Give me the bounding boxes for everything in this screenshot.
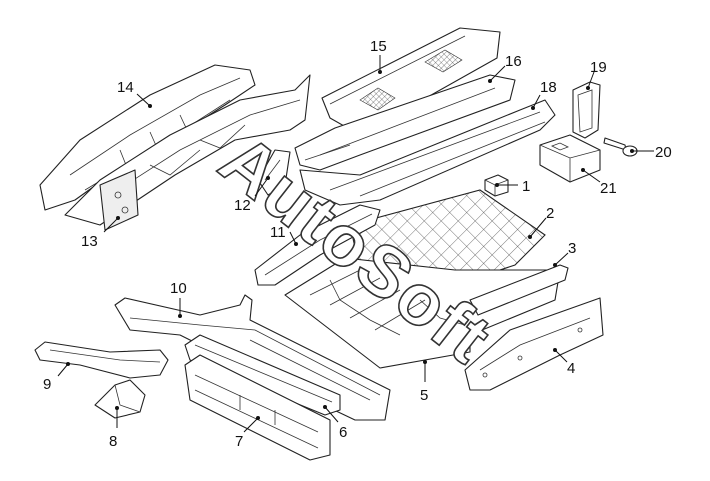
callout-18: 18	[540, 79, 557, 96]
part-15-parcel-shelf	[321, 27, 501, 136]
callout-12: 12	[234, 197, 251, 214]
part-8-corner-piece	[94, 379, 146, 419]
part-4-rear-skirt	[464, 297, 604, 391]
callout-9: 9	[43, 376, 51, 393]
part-3-reinforcement-strip	[469, 264, 569, 316]
part-6-channel	[184, 334, 341, 416]
callout-11: 11	[270, 224, 286, 241]
callouts: 1 2 3 4 5 6 7 8 9 10 11 12 13 14 15 16 1	[43, 38, 672, 450]
part-5-floor-panel	[284, 257, 561, 369]
callout-1: 1	[522, 178, 530, 195]
part-11-sill-rail	[254, 204, 381, 286]
part-13-rear-longitudinal	[64, 74, 311, 231]
part-9-lower-bracket	[34, 341, 169, 379]
callout-19: 19	[590, 59, 607, 76]
callout-8: 8	[109, 433, 117, 450]
callout-6: 6	[339, 424, 347, 441]
callout-16: 16	[505, 53, 522, 70]
callout-13: 13	[81, 233, 98, 250]
callout-20: 20	[655, 144, 672, 161]
part-20-bolt	[603, 137, 638, 157]
callout-2: 2	[546, 205, 554, 222]
callout-5: 5	[420, 387, 428, 404]
part-16-cross-member	[294, 74, 516, 171]
callout-21: 21	[600, 180, 617, 197]
part-7-box-channel	[184, 354, 331, 461]
callout-10: 10	[170, 280, 187, 297]
part-12-bracket	[257, 149, 291, 196]
part-21-control-box	[539, 134, 601, 183]
callout-4: 4	[567, 360, 575, 377]
part-19-mounting-bracket	[572, 81, 601, 139]
callout-3: 3	[568, 240, 576, 257]
callout-15: 15	[370, 38, 387, 55]
callout-7: 7	[235, 433, 243, 450]
callout-14: 14	[117, 79, 134, 96]
part-18-rear-cross-panel	[299, 99, 556, 206]
